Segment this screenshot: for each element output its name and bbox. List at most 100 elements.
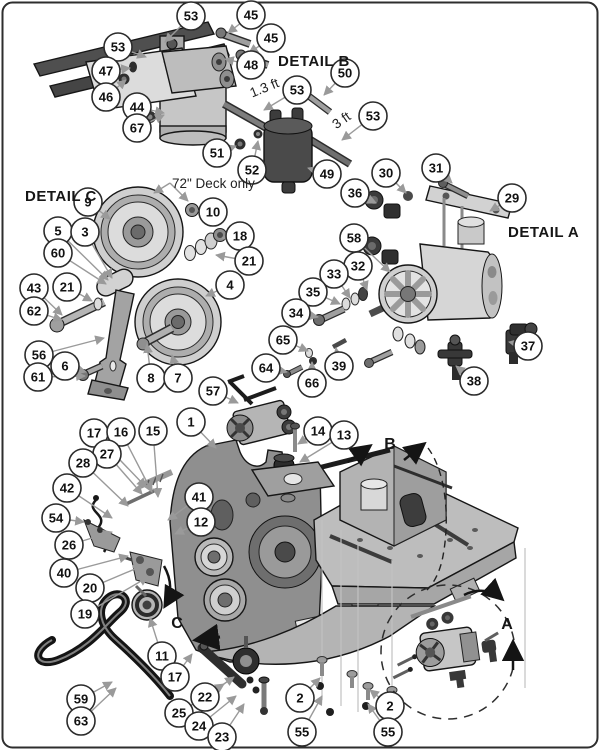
callout-number: 3	[81, 225, 88, 240]
callout-2: 2	[285, 683, 315, 713]
callout-11: 11	[147, 641, 177, 671]
callout-circle	[358, 101, 388, 131]
callout-22: 22	[190, 682, 220, 712]
callout-circle	[207, 722, 237, 750]
callout-circle	[138, 416, 168, 446]
callout-number: 53	[290, 83, 304, 98]
callout-8: 8	[136, 363, 166, 393]
callout-circle	[103, 32, 133, 62]
callout-number: 22	[198, 690, 212, 705]
callout-number: 58	[347, 231, 361, 246]
callout-circle	[70, 599, 100, 629]
callout-14: 14	[303, 416, 333, 446]
callout-number: 63	[74, 714, 88, 729]
callout-60: 60	[43, 238, 73, 268]
callout-33: 33	[319, 259, 349, 289]
callout-26: 26	[54, 530, 84, 560]
callout-65: 65	[268, 325, 298, 355]
callout-number: 45	[244, 8, 258, 23]
callout-17: 17	[79, 418, 109, 448]
callout-number: 48	[244, 58, 258, 73]
callout-34: 34	[281, 298, 311, 328]
callout-circle	[459, 366, 489, 396]
callout-number: 64	[259, 361, 274, 376]
callout-circle	[106, 417, 136, 447]
callout-circle	[236, 50, 266, 80]
callout-circle	[215, 270, 245, 300]
callout-number: 27	[100, 447, 114, 462]
callout-46: 46	[91, 82, 121, 112]
callout-number: 60	[51, 246, 65, 261]
callout-45: 45	[236, 0, 266, 30]
callout-47: 47	[91, 56, 121, 86]
callout-61: 61	[23, 362, 53, 392]
callout-circle	[281, 298, 311, 328]
callout-51: 51	[202, 138, 232, 168]
callout-circle	[163, 363, 193, 393]
callout-45: 45	[256, 23, 286, 53]
callout-64: 64	[251, 353, 281, 383]
callout-circle	[312, 159, 342, 189]
callout-16: 16	[106, 417, 136, 447]
hydraulic-pump	[368, 185, 513, 324]
callout-circle	[373, 717, 403, 747]
callout-circle	[371, 158, 401, 188]
callout-number: 45	[264, 31, 278, 46]
callout-number: 57	[206, 384, 220, 399]
callout-number: 39	[332, 359, 346, 374]
callout-59: 59	[66, 684, 96, 714]
callout-circle	[54, 530, 84, 560]
callout-20: 20	[75, 573, 105, 603]
callout-38: 38	[459, 366, 489, 396]
callout-number: 55	[381, 725, 395, 740]
callout-circle	[497, 183, 527, 213]
callout-50: 50	[330, 58, 360, 88]
callout-42: 42	[52, 473, 82, 503]
callout-circle	[236, 0, 266, 30]
callout-21: 21	[52, 272, 82, 302]
callout-55: 55	[287, 717, 317, 747]
callout-number: 54	[49, 511, 64, 526]
callout-number: 51	[210, 146, 224, 161]
callout-number: 17	[168, 670, 182, 685]
callout-number: 40	[57, 566, 71, 581]
callout-circle	[70, 217, 100, 247]
drive-belt	[34, 590, 174, 700]
callout-circle	[176, 407, 206, 437]
callout-number: 11	[155, 649, 169, 664]
callout-circle	[52, 272, 82, 302]
callout-circle	[421, 153, 451, 183]
callout-circle	[50, 351, 80, 381]
callout-number: 53	[184, 9, 198, 24]
callout-number: 14	[311, 424, 326, 439]
callout-number: 42	[60, 481, 74, 496]
callout-circle	[319, 259, 349, 289]
idler-pulley-top	[92, 186, 199, 278]
callout-58: 58	[339, 223, 369, 253]
idler-pulley-bottom	[134, 278, 222, 366]
detail-a-label: DETAIL A	[508, 224, 579, 241]
callout-44: 44	[122, 92, 152, 122]
callout-21: 21	[234, 246, 264, 276]
callout-circle	[251, 353, 281, 383]
callout-49: 49	[312, 159, 342, 189]
callout-circle	[234, 246, 264, 276]
callout-circle	[237, 155, 267, 185]
callout-15: 15	[138, 416, 168, 446]
mini-pump	[226, 374, 297, 446]
letter-b: B	[384, 436, 396, 453]
engine-tower	[314, 445, 453, 547]
callout-circle	[23, 362, 53, 392]
callout-number: 1	[187, 415, 194, 430]
callout-number: 16	[114, 425, 128, 440]
callout-53: 53	[103, 32, 133, 62]
callout-circle	[68, 448, 98, 478]
callout-number: 46	[99, 90, 113, 105]
callout-circle	[287, 717, 317, 747]
callout-53: 53	[176, 1, 206, 31]
callout-number: 41	[192, 490, 206, 505]
callout-number: 43	[27, 281, 41, 296]
callout-48: 48	[236, 50, 266, 80]
callout-circle	[329, 420, 359, 450]
callout-circle	[176, 1, 206, 31]
